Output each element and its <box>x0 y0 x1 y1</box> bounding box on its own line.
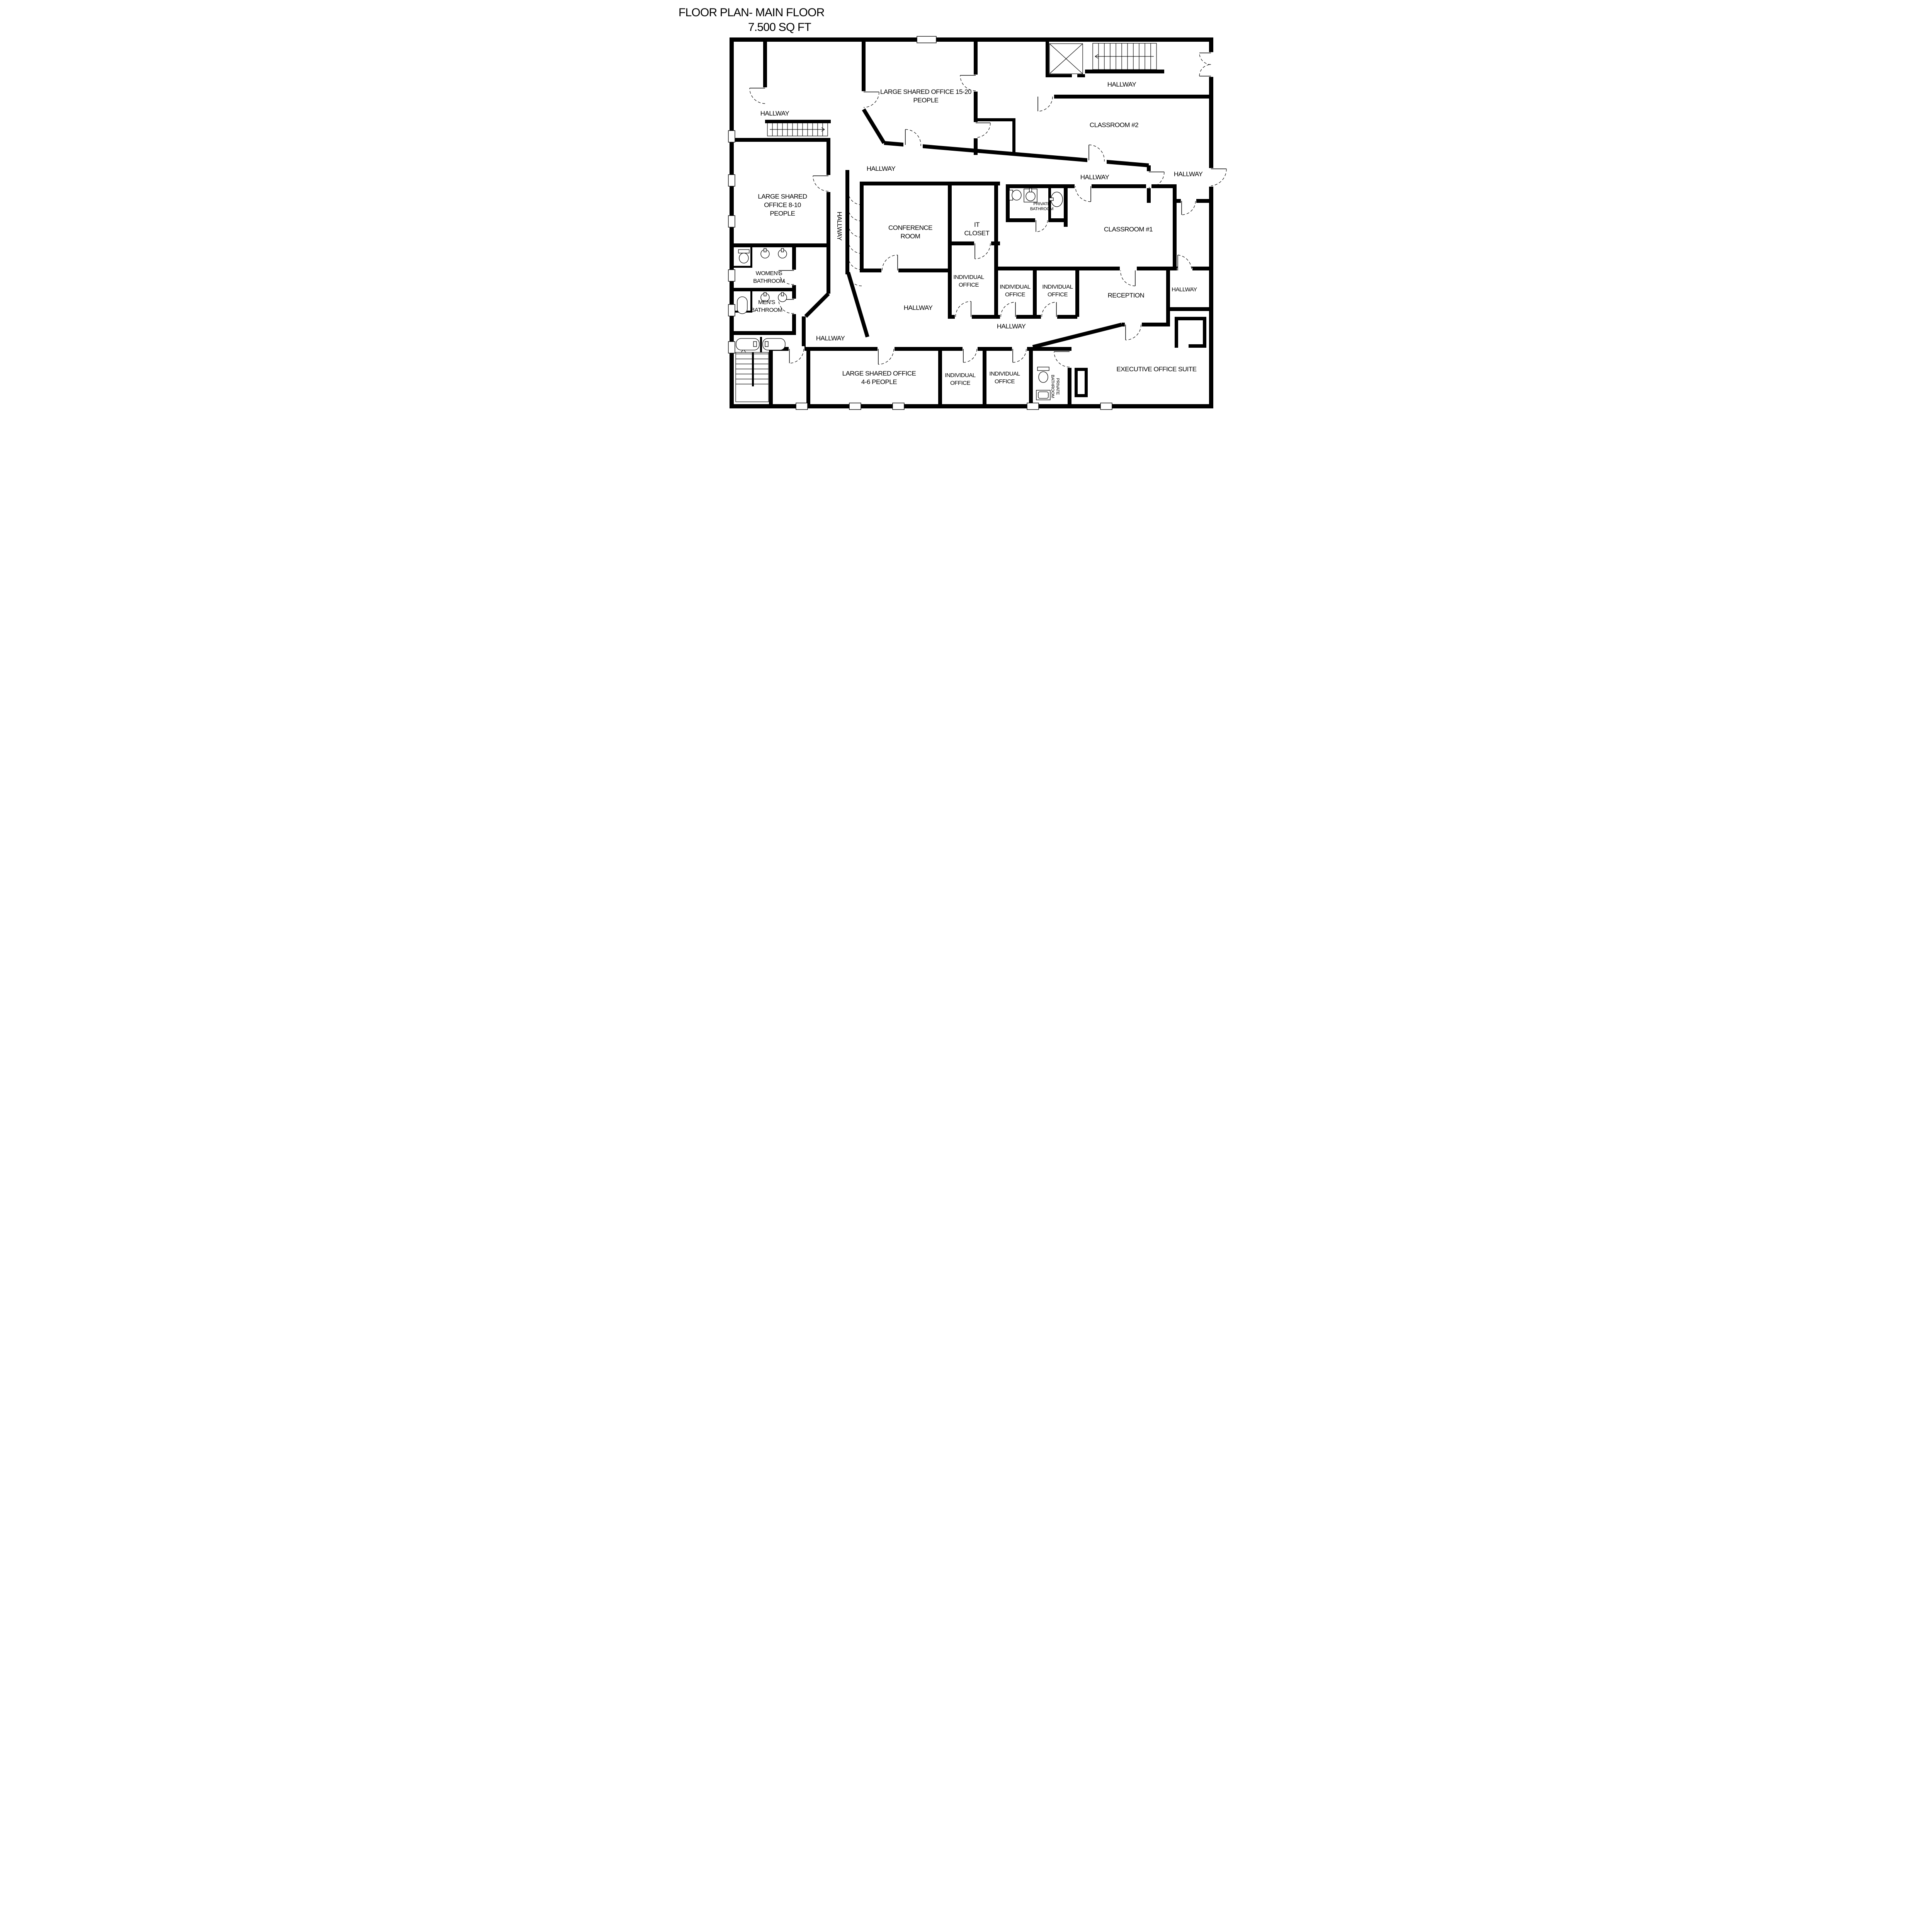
elevator <box>1049 43 1083 74</box>
stairs-top-left <box>767 122 828 136</box>
walls <box>729 37 1213 408</box>
label-hallway-top-right: HALLWAY <box>1107 81 1136 88</box>
mens-tubs <box>735 338 786 350</box>
label-hallway-bottom-left: HALLWAY <box>816 335 845 342</box>
door-large-office-15-20-west <box>863 92 879 108</box>
door-individual-office-5 <box>1012 349 1027 363</box>
door-large-office-4-6 <box>878 349 894 365</box>
floor-plan-page: FLOOR PLAN- MAIN FLOOR 7.500 SQ FT <box>667 0 1265 422</box>
label-private-bathroom-executive: PRIVATEBATHROOM <box>1050 375 1060 398</box>
stairs-bottom-left <box>735 349 769 402</box>
nook-sink <box>1049 192 1063 207</box>
door-private-bathroom-middle <box>1035 220 1048 232</box>
womens-sinks <box>760 248 787 258</box>
bathroom-fixtures <box>735 188 1063 400</box>
label-hallway-top-left: HALLWAY <box>760 110 789 117</box>
doors <box>749 53 1227 367</box>
label-classroom-2: CLASSROOM #2 <box>1089 121 1138 129</box>
door-classroom1 <box>1075 186 1091 202</box>
door-large-office-15-20-east <box>959 75 976 91</box>
door-womens-bathroom <box>778 270 794 285</box>
door-right-mid-hallway <box>1177 255 1192 271</box>
plan-subtitle-area: 7.500 SQ FT <box>748 21 811 34</box>
floor-plan-svg: FLOOR PLAN- MAIN FLOOR 7.500 SQ FT <box>667 0 1265 422</box>
door-individual-office-4 <box>963 349 977 363</box>
private-bath-middle-toilet <box>1009 190 1022 201</box>
exec-bath-sink <box>1036 390 1051 400</box>
closet-scallop-doors <box>847 191 862 286</box>
mens-urinal <box>736 296 748 314</box>
door-far-right-hallway <box>1148 172 1165 188</box>
label-hallway-right-mid: HALLWAY <box>1080 173 1109 181</box>
door-gaps <box>762 52 1214 368</box>
label-hallway-vertical: HALLWAY <box>836 212 843 241</box>
label-classroom-1: CLASSROOM #1 <box>1104 226 1152 233</box>
label-executive-office-suite: EXECUTIVE OFFICE SUITE <box>1116 366 1196 373</box>
plan-title: FLOOR PLAN- MAIN FLOOR <box>679 6 825 19</box>
door-corridor-large-office <box>905 129 921 146</box>
door-reception-classroom1 <box>1120 270 1136 286</box>
door-right-strip-room <box>1181 201 1196 215</box>
windows <box>728 36 1112 410</box>
double-door-top-right <box>1199 53 1211 77</box>
mens-sinks <box>760 292 787 302</box>
label-reception: RECEPTION <box>1107 292 1144 299</box>
door-individual-office-2 <box>1000 302 1016 317</box>
door-classroom2-top <box>1037 96 1053 112</box>
door-large-office-8-10 <box>812 175 828 192</box>
door-conference-room <box>881 255 898 271</box>
private-bath-middle-sink <box>1023 188 1037 202</box>
door-corridor-classroom2 <box>1088 145 1105 162</box>
door-individual-office-3 <box>1041 302 1057 317</box>
door-private-bathroom-executive <box>1053 351 1070 367</box>
door-executive-entry <box>1125 324 1141 340</box>
exec-bath-toilet <box>1037 367 1049 383</box>
stairs-top-right <box>1092 43 1157 70</box>
door-top-left-room <box>749 88 765 104</box>
label-hallway-small-right: HALLWAY <box>1172 286 1197 293</box>
label-hallway-bottom-center: HALLWAY <box>997 323 1026 330</box>
door-it-closet <box>974 243 991 259</box>
label-hallway-far-right: HALLWAY <box>1173 170 1202 178</box>
door-exterior-right <box>1211 168 1227 186</box>
door-individual-office-1 <box>955 301 971 317</box>
door-vestibule <box>975 122 991 138</box>
label-hallway-mid-lower: HALLWAY <box>903 304 932 311</box>
womens-toilet <box>738 249 750 264</box>
door-small-room <box>789 349 804 364</box>
label-hallway-central: HALLWAY <box>866 165 895 172</box>
